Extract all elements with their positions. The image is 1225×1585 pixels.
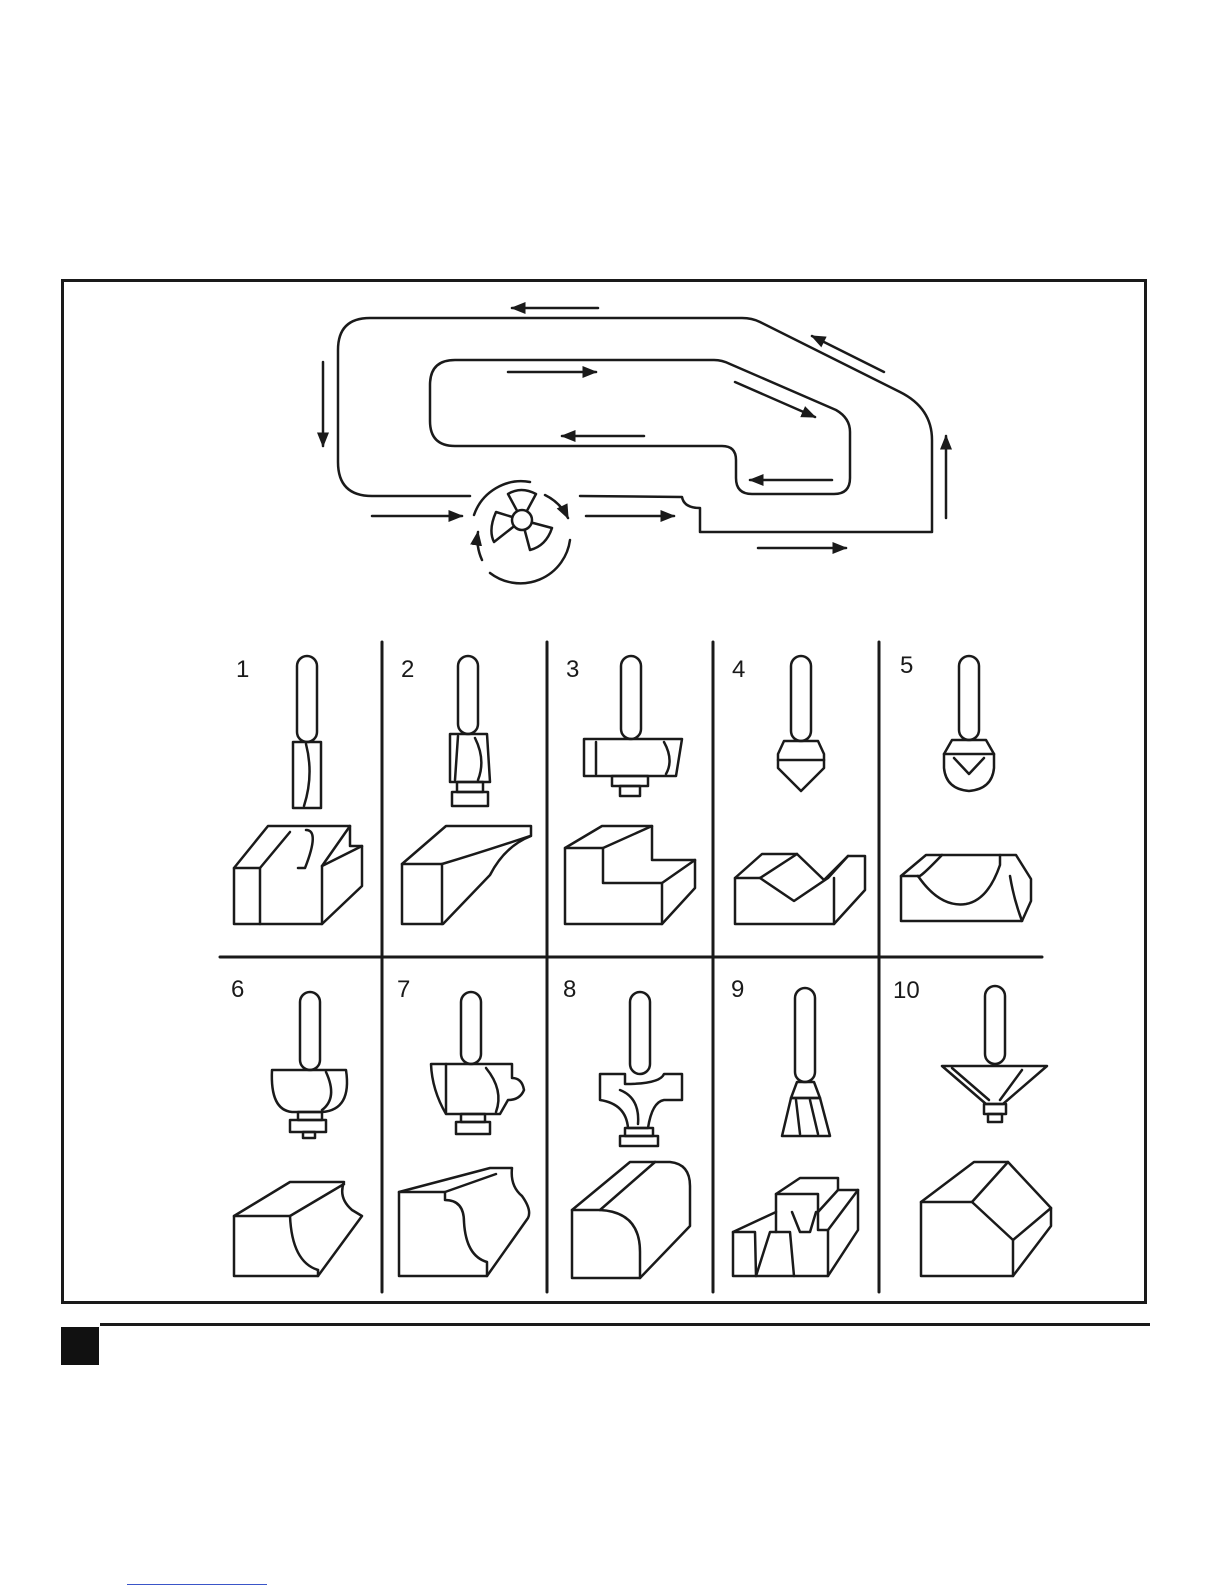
cove-groove-profile <box>901 855 1031 921</box>
bit-number-9: 9 <box>731 976 744 1003</box>
chamfer-bit-icon <box>942 986 1047 1122</box>
core-box-bit-icon <box>944 656 994 791</box>
bit-number-5: 5 <box>900 652 913 679</box>
chamfer-profile <box>921 1162 1051 1276</box>
bit-number-8: 8 <box>563 976 576 1003</box>
bit-number-10: 10 <box>893 977 920 1004</box>
slot-profile <box>565 826 695 924</box>
rabbet-profile <box>402 826 531 924</box>
rabbeting-bit-icon <box>450 656 490 806</box>
ogee-bit-icon <box>431 992 524 1134</box>
page-marker-square <box>61 1327 99 1365</box>
footer-rule <box>100 1323 1150 1326</box>
arrow-inner-diagonal-icon <box>735 382 815 417</box>
round-over-bit-icon <box>600 992 682 1146</box>
dovetail-profile <box>733 1178 858 1276</box>
bit-number-7: 7 <box>397 976 410 1003</box>
ogee-profile <box>399 1168 529 1276</box>
straight-bit-icon <box>293 656 321 808</box>
cove-bit-icon <box>272 992 347 1138</box>
v-groove-profile <box>735 854 865 924</box>
bit-number-1: 1 <box>236 656 249 683</box>
bit-number-3: 3 <box>566 656 579 683</box>
cove-profile <box>234 1182 362 1276</box>
bit-numbers: 1 2 3 4 5 6 7 8 9 10 <box>231 652 920 1004</box>
dado-groove-profile <box>234 826 362 924</box>
bit-number-2: 2 <box>401 656 414 683</box>
workpiece-inner-cutout <box>430 360 850 494</box>
bit-number-6: 6 <box>231 976 244 1003</box>
v-groove-bit-icon <box>778 656 824 791</box>
rotating-cutter-icon <box>474 481 570 583</box>
round-over-profile <box>572 1162 690 1278</box>
bit-number-4: 4 <box>732 656 745 683</box>
feed-direction-diagram <box>323 308 946 583</box>
slotting-bit-icon <box>584 656 682 796</box>
dovetail-bit-icon <box>782 988 830 1136</box>
